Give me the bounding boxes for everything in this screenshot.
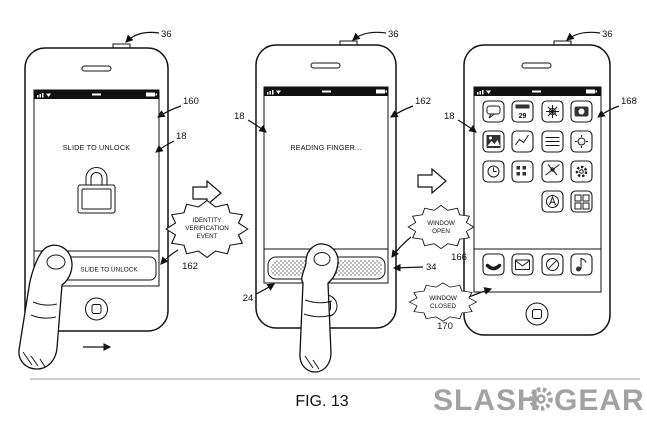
ref-18-phone1: 18 [176,131,187,142]
ref-36-phone3: 36 [602,29,613,40]
ref-24: 24 [243,293,254,304]
ref-18-phone3: 18 [444,111,455,122]
phone-2-status-bar [264,87,388,96]
finger-2 [299,243,339,373]
ref-170: 170 [437,321,453,332]
identity-callout-line1: IDENTITY [193,217,222,224]
ref-34: 34 [426,262,437,273]
phone-1-earpiece [81,65,112,72]
app-icon-messages [482,100,505,123]
phone-2-earpiece [310,62,341,69]
ref-162-screen: 162 [415,96,431,107]
window-open-line2: OPEN [432,228,450,235]
identity-callout-arrow [160,249,179,265]
calendar-day-number: 29 [519,113,527,120]
reference-numerals: 36 36 36 160 18 18 162 18 168 162 166 17… [125,29,637,332]
dock-icon-phone-slashed [541,253,564,276]
window-closed-line1: WINDOW [429,295,457,302]
app-icon-calendar: 29 [511,100,534,123]
app-icon-calculator [511,160,534,183]
ref-160: 160 [183,96,199,107]
window-closed-line2: CLOSED [430,303,456,310]
phone-3: 29 [463,40,611,336]
transition-arrow-2 [417,167,447,195]
ref-36-phone1: 36 [161,29,172,40]
dock-icon-phone [482,253,505,276]
app-icon-utilities [570,190,593,213]
phone-1-unlock-text: SLIDE TO UNLOCK [63,143,130,152]
app-icon-appstore [541,190,564,213]
window-closed-arrow [468,287,493,298]
watermark-gear-icon [529,387,553,411]
phone-3-status-bar [474,87,601,96]
finger-2-nail [313,252,331,266]
phone-3-earpiece [521,62,552,69]
ref-166: 166 [451,252,467,263]
phone-2-status-text: READING FINGER... [290,143,361,152]
phone-1-slider-text: SLIDE TO UNLOCK [80,267,138,274]
ref-36-phone2: 36 [388,29,399,40]
phone-2: READING FINGER... [255,40,397,373]
identity-callout-line3: EVENT [197,233,218,240]
phone-1: SLIDE TO UNLOCK SLIDE TO UNLOCK [18,43,169,370]
dock-icon-music [570,253,593,276]
dock-icon-mail [511,253,534,276]
app-icon-stocks [511,130,534,153]
window-closed-callout: WINDOW CLOSED [408,282,493,322]
window-open-arrow [391,236,412,258]
slashgear-watermark: SLASH GEAR [433,384,645,417]
watermark-text-left: SLASH [433,384,540,417]
figure-caption: FIG. 13 [295,393,348,410]
finger-1-nail [46,254,66,270]
window-open-line1: WINDOW [427,220,455,227]
app-icon-camera [570,100,593,123]
phone-1-status-bar [34,90,159,99]
ref-162-callout: 162 [182,261,198,272]
ref-168: 168 [621,96,637,107]
app-icon-clock [482,160,505,183]
app-icon-weather [570,130,593,153]
finger-1 [18,244,73,370]
app-icon-settings [570,160,593,183]
app-icon-photos [541,100,564,123]
transition-arrow-1 [192,179,222,207]
identity-callout-line2: VERIFICATION [185,225,229,232]
app-icon-videos [482,130,505,153]
lock-icon [77,167,116,214]
watermark-text-right: GEAR [554,384,645,417]
identity-verification-callout: IDENTITY VERIFICATION EVENT [160,199,249,265]
app-icon-notes [541,130,564,153]
app-icon-maps [541,160,564,183]
ref-18-phone2: 18 [234,111,245,122]
window-open-callout: WINDOW OPEN [391,204,475,258]
